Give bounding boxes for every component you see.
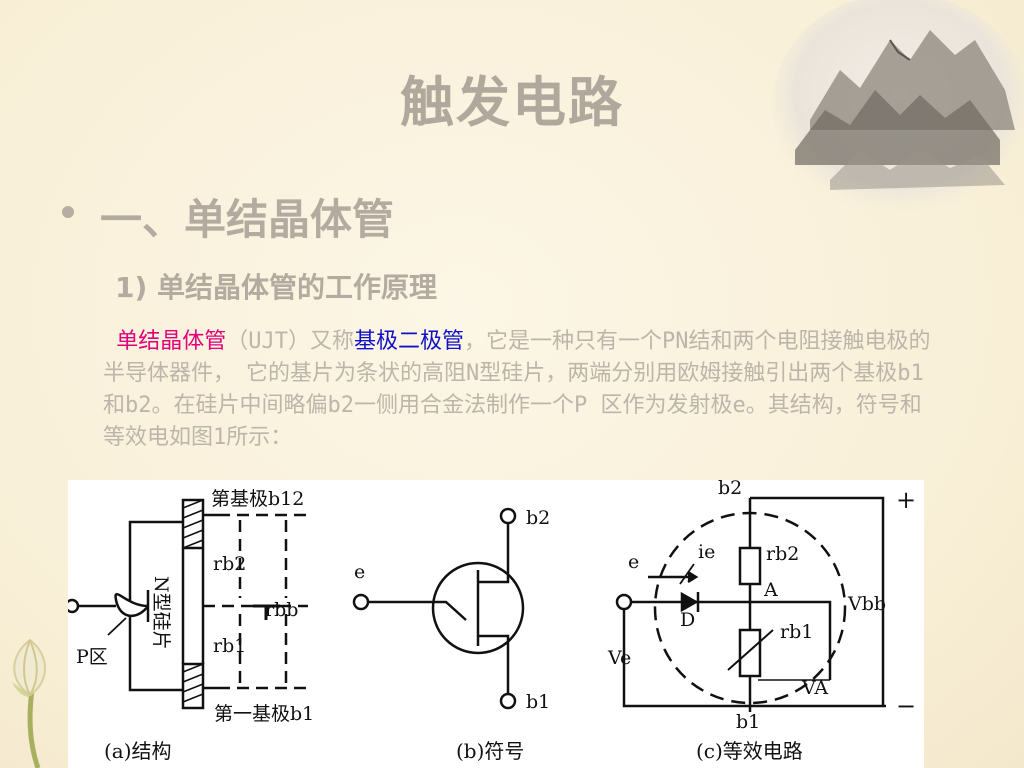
label-b1-equivalent: b1 xyxy=(736,711,760,733)
description-paragraph: 单结晶体管（UJT）又称基极二极管，它是一种只有一个PN结和两个电阻接触电极的半… xyxy=(103,326,933,478)
label-plus: + xyxy=(896,486,916,514)
emitter-terminal-b xyxy=(352,593,370,611)
subsection-heading: 1) 单结晶体管的工作原理 xyxy=(115,271,438,304)
label-rb1-structure: rb1 xyxy=(213,635,246,657)
label-n-silicon: N型硅片 xyxy=(150,576,172,650)
term-ujt: 单结晶体管 xyxy=(116,329,227,354)
caption-symbol: (b)符号 xyxy=(456,739,524,763)
label-vbb: Vbb xyxy=(847,593,886,615)
label-d-diode: D xyxy=(680,609,695,631)
ujt-symbol-circle xyxy=(431,561,525,655)
mountain-painting-decoration xyxy=(772,0,1024,215)
label-p-region: P区 xyxy=(76,646,108,668)
label-rbb: rbb xyxy=(265,599,298,621)
label-va: VA xyxy=(801,677,828,699)
caption-structure: (a)结构 xyxy=(104,739,172,763)
figure-ujt-diagrams: 第基极b12 第一基极b1 rb2 rb1 rbb P区 N型硅片 (a)结构 … xyxy=(68,480,924,768)
section-heading: 一、单结晶体管 xyxy=(100,195,395,244)
emitter-terminal-a xyxy=(68,598,80,614)
slide-title: 触发电路 xyxy=(400,71,624,134)
label-e-symbol: e xyxy=(354,561,365,583)
label-b1-structure: 第一基极b1 xyxy=(214,703,314,725)
label-rb2-structure: rb2 xyxy=(213,553,246,575)
label-ie: ie xyxy=(698,541,715,563)
label-a-node: A xyxy=(763,579,778,601)
label-b1-symbol: b1 xyxy=(526,691,550,713)
rb1-resistor xyxy=(738,628,762,678)
caption-equivalent: (c)等效电路 xyxy=(696,739,803,763)
rb2-resistor xyxy=(738,546,762,586)
b2-terminal-b xyxy=(499,507,517,525)
emitter-terminal-c xyxy=(615,593,633,611)
label-ve: Ve xyxy=(607,647,631,669)
paragraph-segment-2: ，它是一种只有一个PN结和两个电阻接触电极的半导体器件， 它的基片为条状的高阻N… xyxy=(103,329,931,450)
b1-terminal-b xyxy=(499,692,517,710)
label-b2-equivalent: b2 xyxy=(718,480,742,499)
diode-d xyxy=(680,591,699,613)
b1-contact-block xyxy=(181,662,205,710)
label-e-equivalent: e xyxy=(628,551,639,573)
bullet-dot xyxy=(62,206,74,218)
figure-svg: 第基极b12 第一基极b1 rb2 rb1 rbb P区 N型硅片 (a)结构 … xyxy=(68,480,916,763)
label-rb2-equivalent: rb2 xyxy=(766,543,799,565)
paragraph-segment-1: （UJT）又称 xyxy=(226,329,355,354)
term-base-diode: 基极二极管 xyxy=(354,329,465,354)
label-minus: − xyxy=(896,692,916,720)
label-b2-symbol: b2 xyxy=(526,507,550,529)
label-b2-structure: 第基极b12 xyxy=(211,488,304,510)
label-rb1-equivalent: rb1 xyxy=(780,621,813,643)
lotus-bud-decoration xyxy=(12,638,46,768)
